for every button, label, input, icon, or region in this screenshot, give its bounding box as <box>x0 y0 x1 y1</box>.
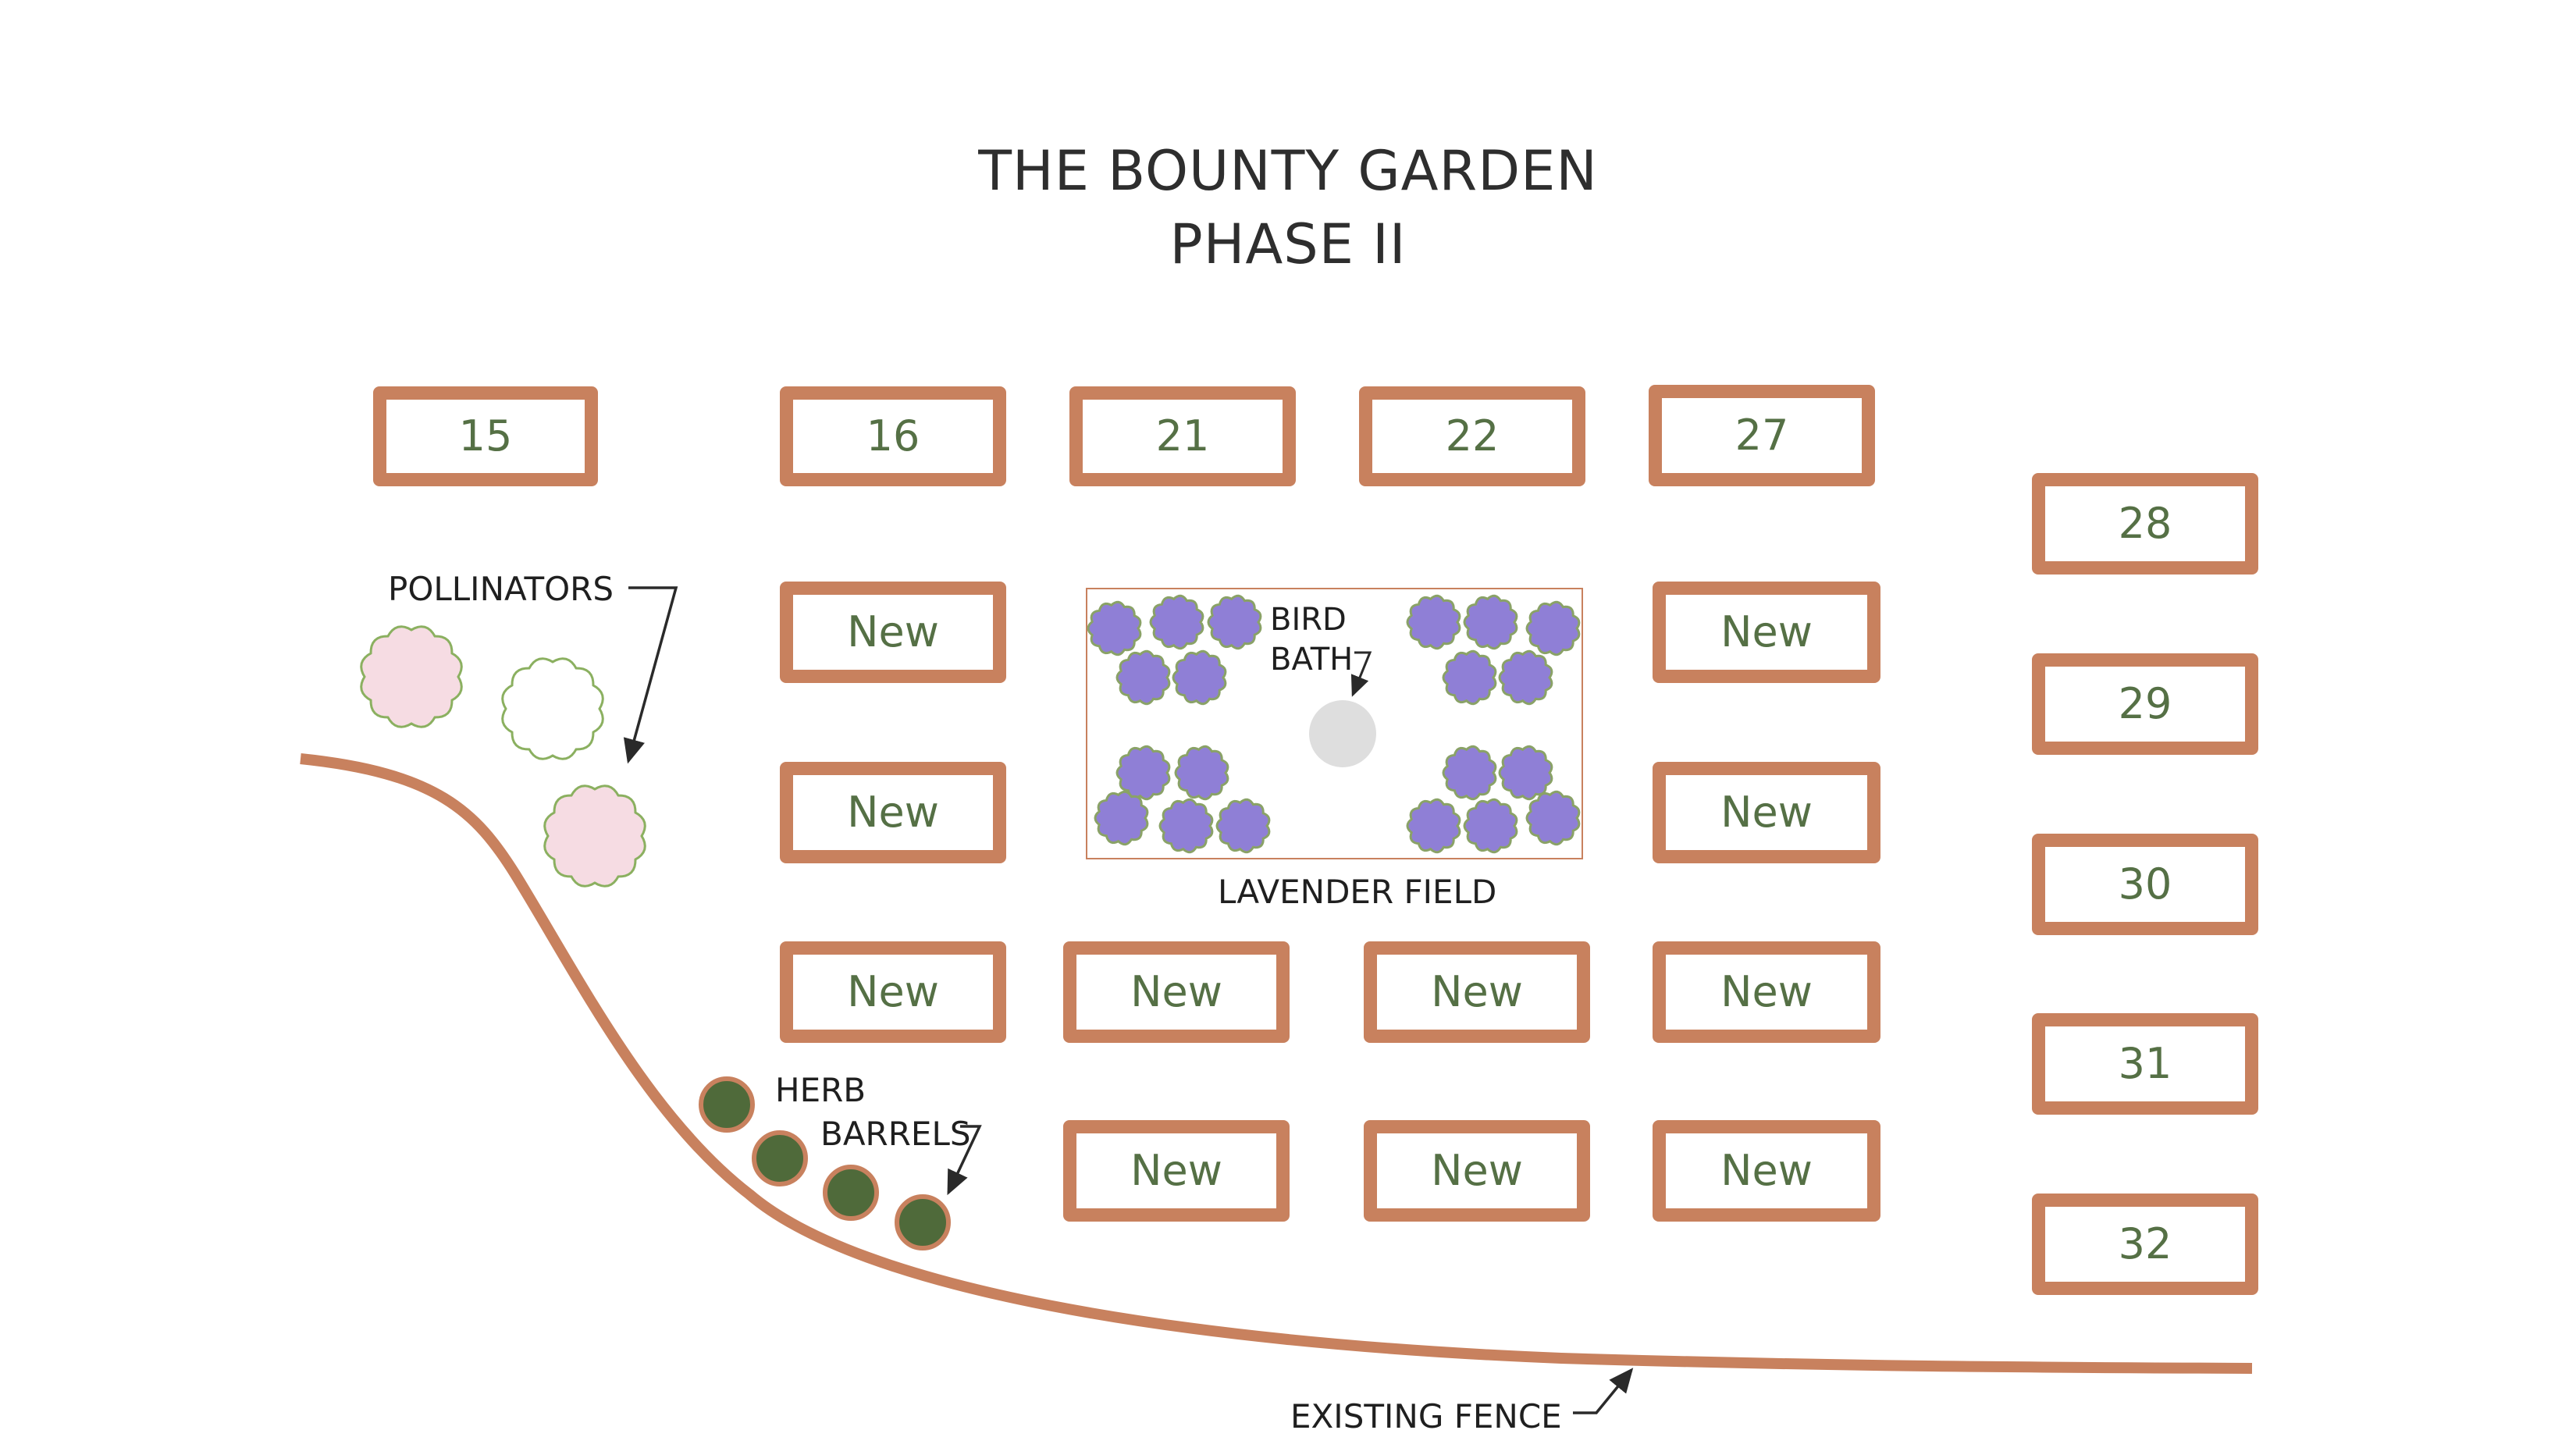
new-plot[interactable]: New <box>1063 941 1290 1043</box>
new-plot-label: New <box>1431 967 1523 1016</box>
lavender-plant <box>1174 745 1229 801</box>
bird-bath-arrow-icon <box>1350 651 1372 697</box>
lavender-plant <box>1215 798 1271 854</box>
herb-barrel <box>699 1076 755 1133</box>
pollinators-label: POLLINATORS <box>388 570 614 608</box>
plot-28[interactable]: 28 <box>2032 473 2258 575</box>
existing-fence <box>300 753 2253 1374</box>
lavender-plant <box>1406 798 1461 854</box>
lavender-plant <box>1149 594 1204 650</box>
new-plot-label: New <box>1431 1146 1523 1195</box>
lavender-plant <box>1525 790 1581 846</box>
lavender-plant <box>1498 649 1553 706</box>
new-plot-label: New <box>1720 1146 1813 1195</box>
new-plot[interactable]: New <box>780 941 1006 1043</box>
lavender-plant <box>1442 649 1497 706</box>
lavender-plant <box>1406 594 1461 650</box>
plot-number: 29 <box>2118 679 2172 728</box>
plot-31[interactable]: 31 <box>2032 1013 2258 1115</box>
new-plot[interactable]: New <box>1653 582 1880 683</box>
plot-32[interactable]: 32 <box>2032 1194 2258 1295</box>
plot-22[interactable]: 22 <box>1359 386 1585 486</box>
bird-bath-label-line1: BIRD <box>1270 602 1347 638</box>
plot-15[interactable]: 15 <box>373 386 598 486</box>
plot-27[interactable]: 27 <box>1649 385 1875 486</box>
plot-number: 22 <box>1445 411 1500 461</box>
lavender-plant <box>1115 745 1171 801</box>
herb-barrels-label-line1: HERB <box>775 1071 866 1109</box>
bird-bath[interactable] <box>1309 700 1376 767</box>
new-plot-label: New <box>1130 1146 1222 1195</box>
new-plot[interactable]: New <box>1653 1120 1880 1222</box>
bird-bath-label-line2: BATH <box>1270 642 1354 678</box>
new-plot[interactable]: New <box>1364 941 1590 1043</box>
lavender-plant <box>1442 745 1497 801</box>
new-plot[interactable]: New <box>1653 941 1880 1043</box>
existing-fence-label: EXISTING FENCE <box>1290 1397 1562 1435</box>
lavender-plant-group <box>1087 594 1581 854</box>
herb-barrels-label-line2: BARRELS <box>820 1115 971 1153</box>
new-plot[interactable]: New <box>780 582 1006 683</box>
herb-barrel <box>823 1165 879 1221</box>
pollinator-plant <box>360 625 463 728</box>
new-plot[interactable]: New <box>1364 1120 1590 1222</box>
pollinator-group <box>360 625 646 888</box>
lavender-plant <box>1463 594 1518 650</box>
herb-barrel-group <box>699 1076 951 1250</box>
new-plot-label: New <box>847 607 939 656</box>
pollinators-arrow-icon <box>623 586 678 764</box>
new-plot[interactable]: New <box>1063 1120 1290 1222</box>
lavender-plant <box>1158 798 1214 854</box>
plot-number: 30 <box>2118 859 2172 909</box>
plot-number: 15 <box>458 411 513 461</box>
new-plot-label: New <box>1130 967 1222 1016</box>
plot-number: 28 <box>2118 499 2172 548</box>
lavender-plant <box>1463 798 1518 854</box>
new-plot-label: New <box>847 967 939 1016</box>
pollinator-plant <box>543 784 646 888</box>
new-plot[interactable]: New <box>780 762 1006 863</box>
plot-30[interactable]: 30 <box>2032 834 2258 935</box>
garden-title: THE BOUNTY GARDEN <box>978 139 1598 203</box>
lavender-plant <box>1087 600 1142 656</box>
lavender-plant <box>1525 600 1581 656</box>
lavender-plant <box>1498 745 1553 801</box>
lavender-plant <box>1207 594 1262 650</box>
plot-21[interactable]: 21 <box>1069 386 1296 486</box>
plot-number: 32 <box>2118 1219 2172 1268</box>
fence-arrow-icon <box>1573 1368 1634 1414</box>
new-plot-label: New <box>1720 607 1813 656</box>
lavender-plant <box>1094 790 1149 846</box>
new-plot-label: New <box>1720 788 1813 837</box>
lavender-field-label: LAVENDER FIELD <box>1218 873 1497 911</box>
plot-number: 16 <box>866 411 920 461</box>
new-plot-label: New <box>847 788 939 837</box>
plot-number: 21 <box>1155 411 1210 461</box>
plot-16[interactable]: 16 <box>780 386 1006 486</box>
plot-number: 31 <box>2118 1039 2172 1088</box>
plot-number: 27 <box>1735 411 1789 460</box>
herb-barrel <box>895 1194 951 1250</box>
garden-subtitle: PHASE II <box>1169 212 1407 276</box>
new-plot-label: New <box>1720 967 1813 1016</box>
plot-29[interactable]: 29 <box>2032 653 2258 755</box>
lavender-plant <box>1172 649 1227 706</box>
lavender-plant <box>1115 649 1171 706</box>
herb-barrels-arrow-icon <box>947 1125 982 1196</box>
new-plot[interactable]: New <box>1653 762 1880 863</box>
pollinator-plant <box>501 657 604 760</box>
herb-barrel <box>752 1130 808 1186</box>
